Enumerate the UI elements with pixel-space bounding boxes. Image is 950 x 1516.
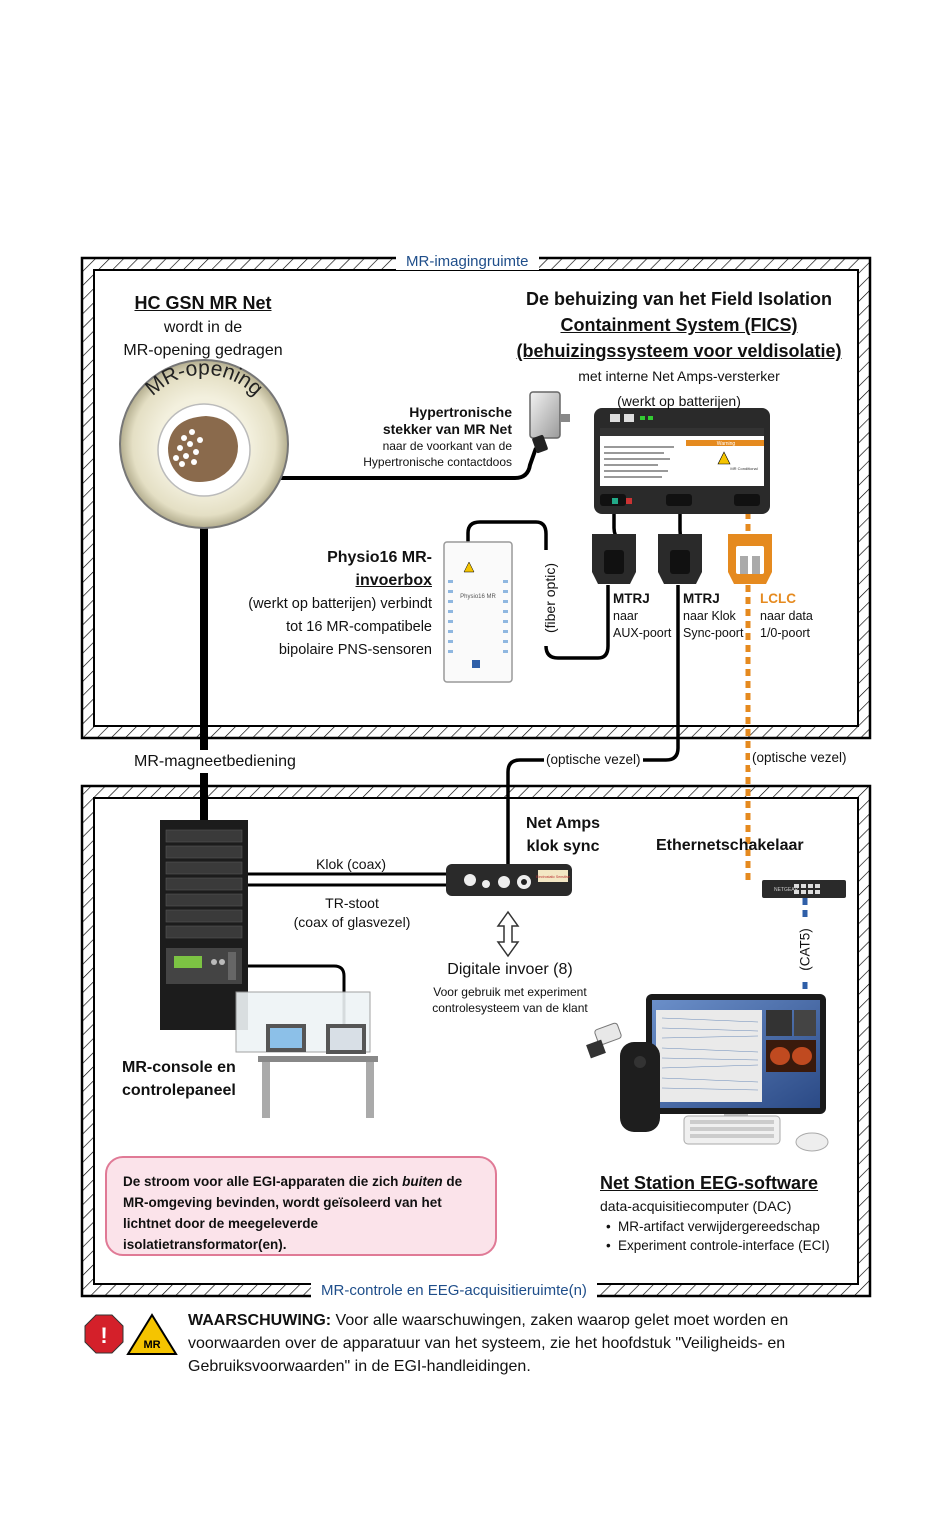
lclc-line1: naar data: [760, 609, 813, 624]
dac-computer: [586, 994, 829, 1152]
power-note-emph: buiten: [402, 1174, 443, 1189]
lclc-name: LCLC: [760, 591, 796, 606]
physio-line4: tot 16 MR-compatibele: [286, 619, 432, 636]
net-amps-sync-caption: Net Amps klok sync: [508, 812, 618, 858]
net-station-features: MR-artifact verwijdergereedschap Experim…: [604, 1218, 830, 1256]
physio16-box: Physio16 MR: [443, 541, 513, 683]
physio-line2: invoerbox: [355, 572, 432, 590]
net-amps-sync-line2: klok sync: [526, 838, 600, 856]
bore-line2: MR-opening gedragen: [123, 342, 283, 360]
hypertronic-connector: [529, 391, 570, 454]
mtrj-connector-aux: [592, 534, 636, 584]
console-caption: MR-console en controlepaneel: [122, 1056, 236, 1102]
fics-line3: (behuizingssysteem voor veldisolatie): [516, 341, 842, 362]
switch-brand: NETGEAR: [774, 887, 799, 893]
mtrj-sync-caption: MTRJ naar Klok Sync-poort: [683, 590, 743, 642]
mtrj-aux-caption: MTRJ naar AUX-poort: [613, 590, 671, 642]
fics-line4: met interne Net Amps-versterker: [578, 368, 780, 385]
tr-pulse-sub: (coax of glasvezel): [293, 913, 411, 930]
sync-device-tag: Electrostatic Sensitive: [536, 875, 570, 879]
optical-fiber-label-1: (optische vezel): [544, 750, 643, 770]
fics-line5: (werkt op batterijen): [617, 392, 741, 409]
lclc-line2: 1/0-poort: [760, 626, 811, 641]
mtrj-sync-line1: naar Klok: [683, 609, 736, 624]
net-station-subtitle: data-acquisitiecomputer (DAC): [600, 1198, 792, 1215]
fics-caption: De behuizing van het Field Isolation Con…: [494, 286, 864, 411]
ethernet-switch-label: Ethernetschakelaar: [656, 837, 804, 854]
cat5-label-wrap: (CAT5): [792, 918, 818, 982]
net-cable: [258, 447, 538, 480]
bore-caption: HC GSN MR Net wordt in de MR-opening ged…: [104, 290, 302, 362]
warning-label: WAARSCHUWING:: [188, 1312, 332, 1329]
power-note-part1: De stroom voor alle EGI-apparaten die zi…: [123, 1174, 403, 1189]
physio-box-face-label: Physio16 MR: [460, 594, 496, 600]
control-room-title: MR-controle en EEG-acquisitieruimte(n): [311, 1282, 597, 1299]
console-line1: MR-console en: [122, 1059, 236, 1076]
digital-input-line1: Voor gebruik met experiment: [433, 985, 587, 1000]
stop-warning-icon: !: [84, 1314, 124, 1354]
digital-input-caption: Digitale invoer (8) Voor gebruik met exp…: [410, 958, 610, 1016]
mtrj-aux-line1: naar: [613, 609, 639, 624]
digital-input-title: Digitale invoer (8): [447, 961, 573, 978]
mtrj-connector-sync: [658, 534, 702, 584]
bore-title: HC GSN MR Net: [134, 293, 272, 313]
fics-line2: Containment System (FICS): [560, 315, 798, 336]
fics-line1: De behuizing van het Field Isolation: [525, 289, 833, 309]
net-amps-sync-device: Electrostatic Sensitive: [446, 864, 572, 896]
mtrj-aux-line2: AUX-poort: [613, 626, 672, 641]
net-station-caption: Net Station EEG-software data-acquisitie…: [600, 1170, 818, 1216]
net-station-feature: Experiment controle-interface (ECI): [606, 1237, 830, 1256]
mtrj-aux-name: MTRJ: [613, 591, 650, 606]
net-amps-sync-line1: Net Amps: [525, 815, 601, 832]
physio-line1: Physio16 MR-: [327, 549, 432, 566]
physio-line3: (werkt op batterijen) verbindt: [248, 596, 432, 613]
console-line2: controlepaneel: [122, 1082, 236, 1100]
svg-text:!: !: [100, 1323, 107, 1348]
physio-caption: Physio16 MR- invoerbox (werkt op batteri…: [220, 546, 432, 661]
digital-input-line2: controlesysteem van de klant: [432, 1000, 588, 1015]
hypertronic-caption: Hypertronische stekker van MR Net naar d…: [330, 404, 512, 470]
power-isolation-note: De stroom voor alle EGI-apparaten die zi…: [105, 1156, 497, 1256]
mr-bore: [119, 359, 289, 529]
mr-hazard-label: MR: [143, 1339, 160, 1351]
cat5-label: (CAT5): [797, 918, 813, 981]
magnet-control-label: MR-magneetbediening: [132, 750, 298, 774]
warning-body: Voor alle waarschuwingen, zaken waarop g…: [188, 1312, 789, 1376]
imaging-room-title: MR-imagingruimte: [396, 253, 539, 270]
clock-coax-label: Klok (coax): [316, 856, 387, 872]
console-desk: [235, 991, 378, 1118]
physio-line5: bipolaire PNS-sensoren: [278, 642, 432, 659]
console-cable: [238, 964, 346, 1030]
warning-text: WAARSCHUWING: Voor alle waarschuwingen, …: [188, 1309, 848, 1379]
tr-pulse-caption: TR-stoot (coax of glasvezel): [282, 894, 422, 932]
fics-warning-tag: Warning: [717, 441, 736, 447]
net-station-title: Net Station EEG-software: [600, 1173, 819, 1193]
lclc-connector: [728, 534, 772, 584]
bore-line1: wordt in de: [163, 319, 243, 337]
power-note-part2: de MR-omgeving bevinden, wordt geïsoleer…: [123, 1174, 463, 1252]
optical-fiber-label-2: (optische vezel): [750, 748, 849, 768]
mr-console-rack: [160, 820, 248, 1030]
hypertronic-line3: naar de voorkant van de: [382, 438, 512, 453]
lclc-caption: LCLC naar data 1/0-poort: [760, 590, 813, 642]
ethernet-switch-device: NETGEAR: [762, 880, 846, 898]
mtrj-sync-name: MTRJ: [683, 591, 720, 606]
fiber-optic-label-wrap: (fiber optic): [520, 550, 580, 648]
mtrj-sync-line2: Sync-poort: [683, 626, 744, 641]
fics-mr-tag: MR Conditional: [730, 466, 757, 471]
hypertronic-line4: Hypertronische contactdoos: [363, 454, 512, 469]
mr-hazard-icon: MR: [126, 1313, 178, 1355]
hypertronic-line2: stekker van MR Net: [382, 420, 512, 437]
digital-input-arrow: [496, 910, 520, 958]
hypertronic-line1: Hypertronische: [409, 404, 512, 420]
net-station-feature: MR-artifact verwijdergereedschap: [606, 1218, 830, 1237]
tr-pulse-label: TR-stoot: [325, 895, 379, 911]
fics-enclosure: [594, 408, 770, 514]
fiber-optic-label: (fiber optic): [542, 550, 558, 646]
